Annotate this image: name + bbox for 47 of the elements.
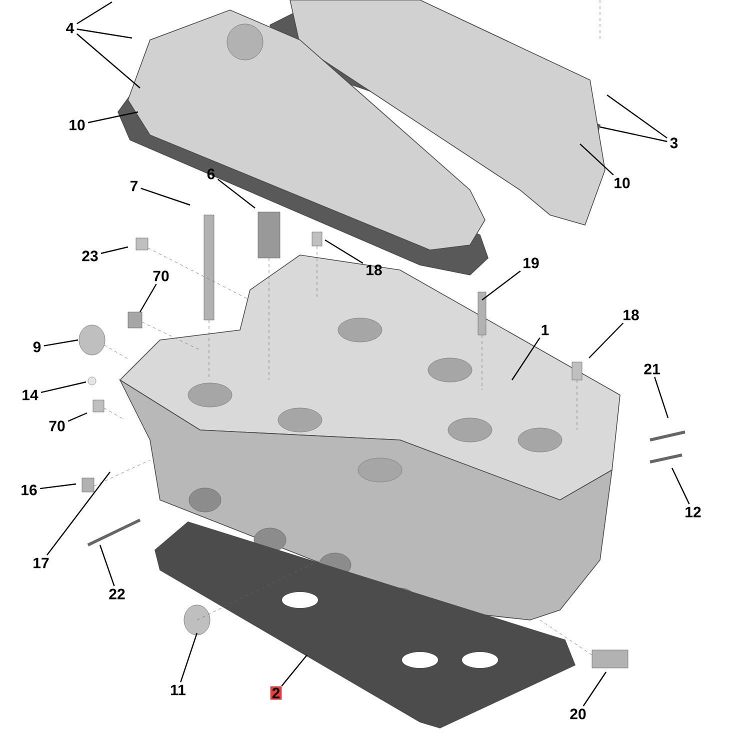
callout-number: 3	[670, 138, 678, 148]
leader-line	[46, 472, 110, 556]
leader-line	[76, 33, 140, 88]
callout-number: 11	[171, 684, 186, 696]
callout-number: 10	[614, 178, 630, 188]
leader-line	[218, 178, 256, 208]
callout-number: 10	[70, 120, 85, 130]
callout-number: 7	[130, 180, 138, 192]
callout-number: 14	[22, 390, 38, 400]
callout-number: 20	[570, 708, 586, 720]
callout-number: 12	[686, 506, 701, 518]
callout-number: 18	[366, 264, 382, 276]
leader-line	[140, 188, 190, 206]
leader-line	[281, 654, 308, 686]
leader-line	[99, 544, 115, 586]
leader-line	[40, 381, 86, 394]
leader-line	[76, 28, 132, 39]
leader-line	[671, 468, 690, 504]
callout-number: 18	[624, 310, 639, 320]
callout-number: 70	[153, 270, 169, 282]
leader-line	[180, 632, 198, 682]
leader-line	[606, 94, 668, 139]
callout-number: 19	[524, 258, 539, 268]
leader-line	[139, 284, 157, 312]
leader-line	[600, 126, 668, 142]
callout-number: 9	[33, 342, 41, 352]
callout-number: 4	[66, 22, 74, 34]
callout-number: 17	[34, 558, 49, 568]
leader-line	[40, 483, 76, 490]
leader-line	[324, 239, 364, 264]
leader-line	[654, 376, 669, 418]
leader-line	[588, 322, 624, 358]
leader-line	[512, 338, 540, 380]
callout-number: 70	[49, 420, 65, 432]
leader-line	[482, 270, 521, 300]
leader-line	[44, 339, 78, 346]
callout-number: 23	[82, 250, 98, 262]
leader-line	[76, 1, 112, 24]
callout-number: 21	[644, 364, 660, 374]
leader-line	[580, 144, 614, 176]
leader-line	[68, 412, 88, 422]
leader-line	[100, 246, 128, 254]
callout-number: 22	[109, 588, 125, 600]
callout-number: 1	[542, 324, 549, 336]
callout-number: 16	[22, 484, 37, 496]
leader-line	[582, 672, 606, 706]
leader-line	[88, 111, 138, 124]
